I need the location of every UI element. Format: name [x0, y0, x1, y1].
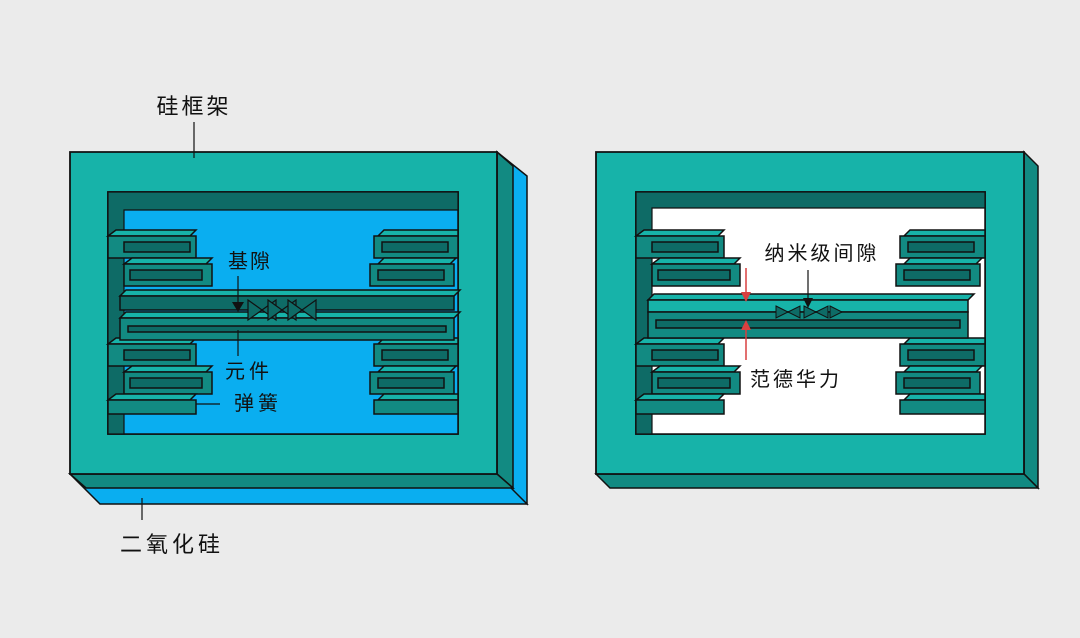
vdw-markers	[775, 305, 844, 319]
vdw-arrowhead-top	[741, 292, 751, 302]
right-device: 纳米级间隙 范德华力	[594, 150, 1040, 490]
merged-beam	[646, 293, 976, 339]
label-silicon-frame: 硅框架	[156, 95, 231, 120]
label-nano-gap: 纳米级间隙	[765, 241, 880, 265]
label-silicon-dioxide: 二氧化硅	[120, 533, 224, 558]
label-spring: 弹簧	[234, 391, 282, 415]
frame-bottom-side	[594, 473, 1040, 489]
base-gap-arrowhead	[232, 302, 244, 312]
left-springs	[633, 229, 742, 415]
upper-beam	[118, 289, 462, 311]
cavity-wall-top	[107, 191, 459, 435]
frame-bottom-side	[68, 473, 515, 489]
label-van-der-waals: 范德华力	[750, 367, 842, 391]
label-element: 元件	[225, 359, 273, 383]
label-base-gap: 基隙	[228, 249, 272, 273]
left-springs	[105, 229, 214, 415]
vdw-arrowhead-bottom	[741, 320, 751, 330]
left-device: 硅框架 基隙 元件 弹簧 二氧化硅	[68, 95, 529, 558]
gap-markers	[247, 298, 317, 322]
right-springs	[895, 229, 986, 415]
cavity-wall	[635, 191, 986, 435]
frame-side	[1023, 150, 1039, 490]
right-springs	[369, 229, 459, 415]
frame-side	[496, 150, 514, 490]
nano-gap-arrowhead	[803, 298, 813, 308]
